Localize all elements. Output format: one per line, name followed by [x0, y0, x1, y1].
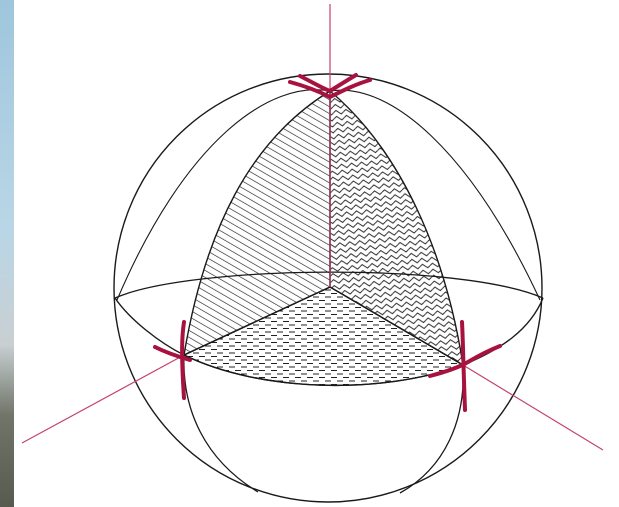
left-intersection-marker: [155, 322, 190, 398]
right-axis: [463, 365, 603, 450]
meridian-right-lower: [400, 365, 463, 493]
left-axis: [22, 355, 184, 443]
